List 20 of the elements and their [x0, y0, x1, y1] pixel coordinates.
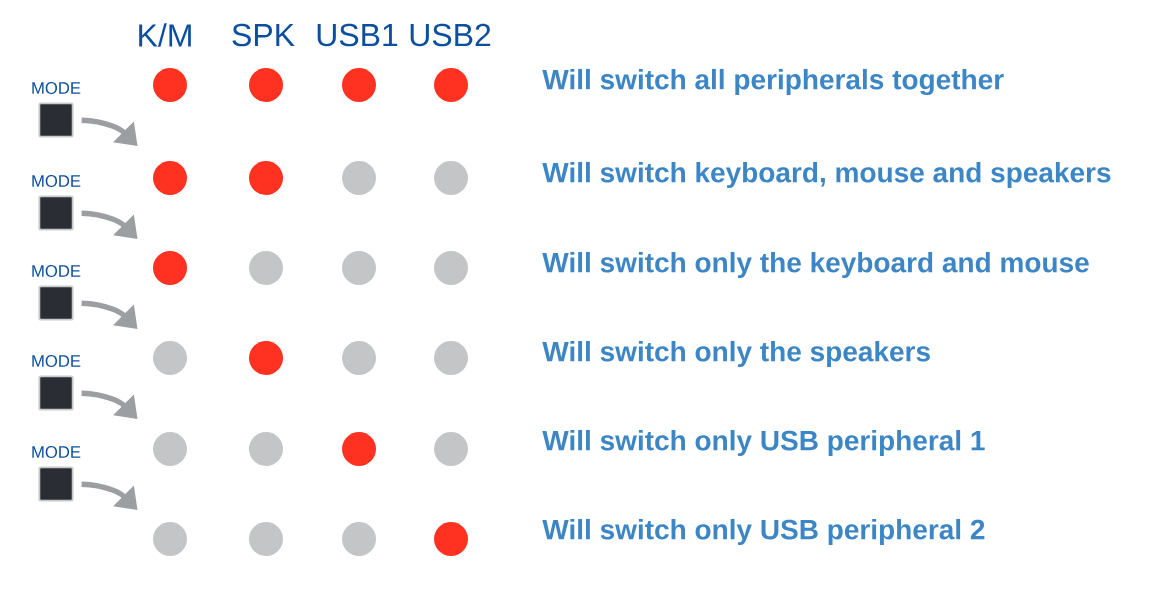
curved-arrow — [81, 390, 138, 419]
mode-description: Will switch only USB peripheral 1 — [542, 429, 985, 457]
curved-arrow — [81, 300, 138, 329]
column-header: USB1 — [317, 23, 398, 47]
button-label: MODE — [32, 446, 81, 458]
mode-description: Will switch only the speakers — [542, 340, 930, 368]
curved-arrow — [81, 210, 138, 239]
column-header: USB2 — [410, 23, 491, 47]
mode-description: Will switch only the keyboard and mouse — [542, 251, 1089, 279]
button-label: MODE — [32, 82, 81, 94]
curved-arrow — [81, 117, 138, 146]
curved-arrow — [81, 481, 138, 510]
mode-description: Will switch only USB peripheral 2 — [542, 518, 985, 546]
button-label: MODE — [32, 355, 81, 367]
column-header: SPK — [232, 23, 295, 47]
button-label: MODE — [32, 265, 81, 277]
column-header: K/M — [139, 23, 191, 47]
mode-description: Will switch all peripherals together — [542, 68, 1004, 96]
mode-description: Will switch keyboard, mouse and speakers — [542, 161, 1111, 189]
button-label: MODE — [32, 175, 81, 187]
